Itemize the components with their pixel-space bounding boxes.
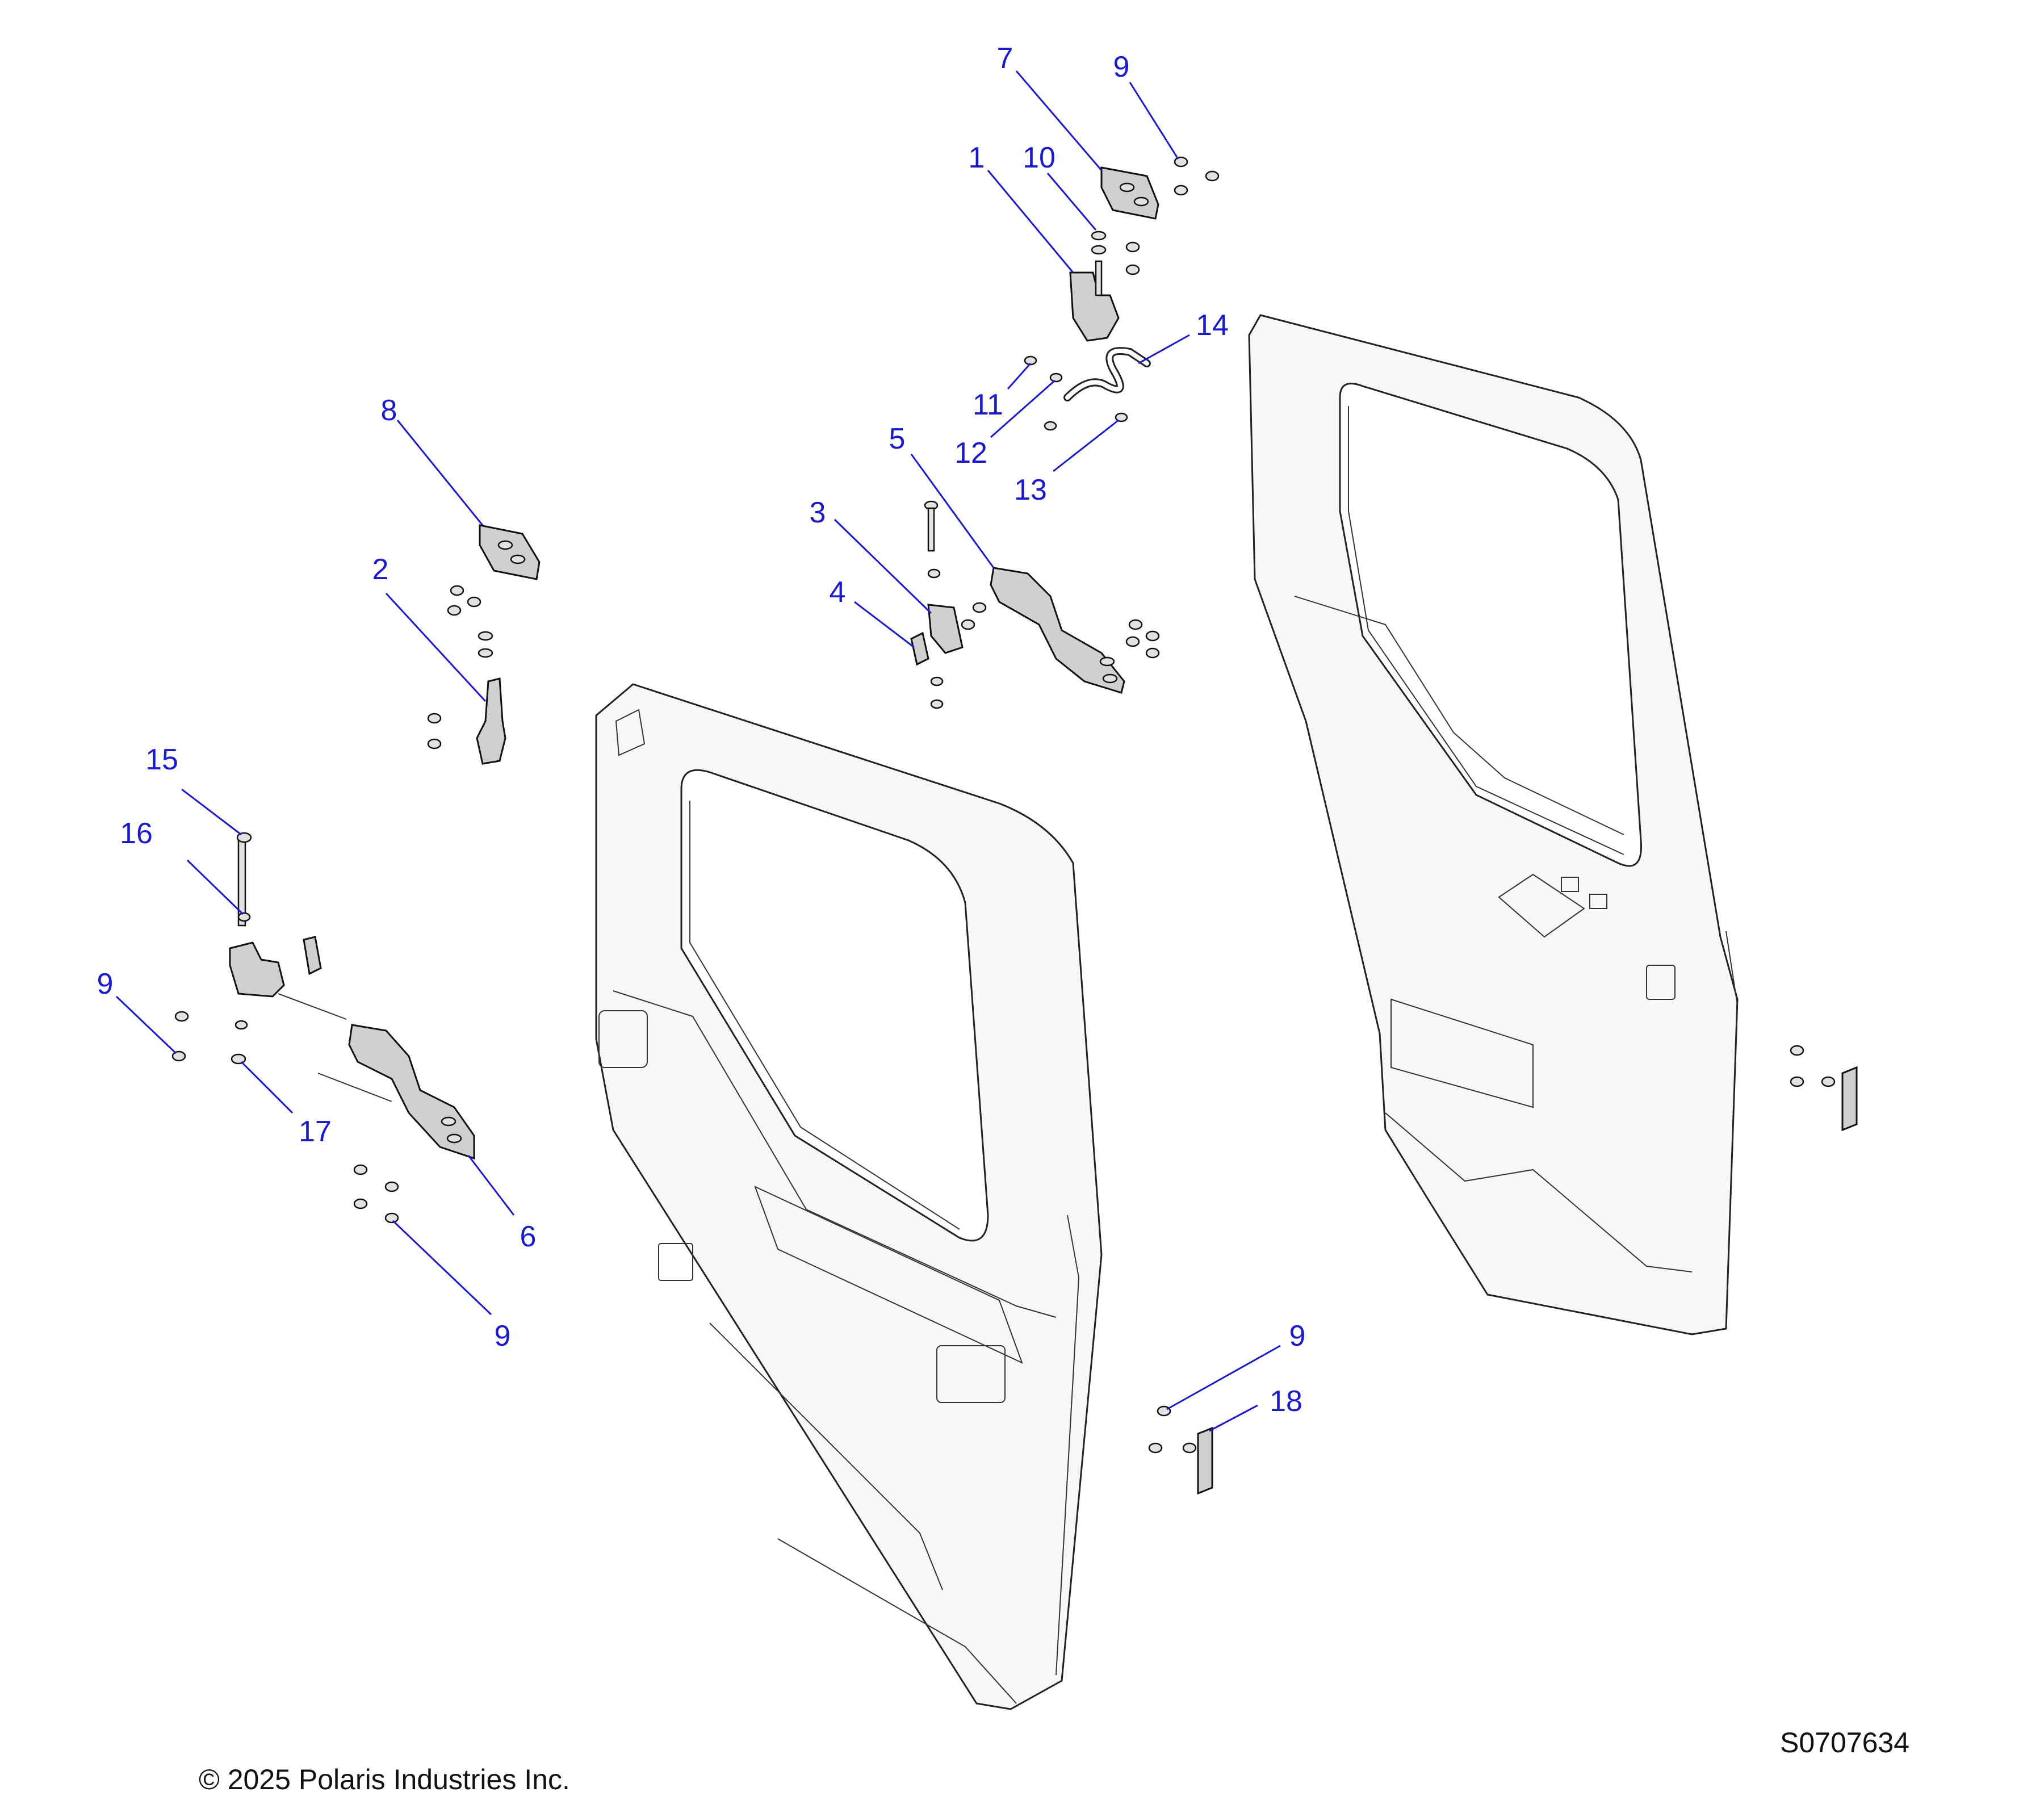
drawing-id: S0707634 bbox=[1780, 1727, 1910, 1759]
callout-label: 9 bbox=[495, 1320, 511, 1353]
callout-label: 2 bbox=[372, 553, 389, 586]
leader-lines bbox=[115, 70, 1281, 1432]
part-14-wire-harness bbox=[1063, 347, 1151, 401]
callout-label: 9 bbox=[1289, 1320, 1306, 1353]
callout-label: 15 bbox=[145, 743, 178, 776]
rear-door bbox=[1248, 314, 1739, 1335]
callout-label: 4 bbox=[830, 576, 846, 609]
part-6-hinge-arm bbox=[348, 1024, 475, 1160]
part-18-striker bbox=[1197, 1066, 1858, 1495]
part-4-plate bbox=[910, 631, 929, 666]
callout-label: 17 bbox=[299, 1115, 332, 1148]
callout-label: 13 bbox=[1014, 474, 1047, 506]
part-5-hinge-arm bbox=[990, 567, 1125, 694]
front-door bbox=[595, 683, 1103, 1710]
fasteners bbox=[171, 156, 1836, 1454]
part-7-hinge-plate bbox=[1100, 166, 1159, 220]
callout-label: 14 bbox=[1196, 309, 1229, 342]
callout-label: 11 bbox=[973, 388, 1003, 421]
callout-label: 12 bbox=[954, 437, 987, 470]
callout-label: 3 bbox=[810, 496, 826, 529]
callout-label: 5 bbox=[889, 422, 906, 455]
callout-label: 10 bbox=[1023, 141, 1055, 174]
callout-label: 9 bbox=[97, 968, 114, 1000]
callout-label: 1 bbox=[969, 141, 985, 174]
callout-label: 6 bbox=[520, 1220, 537, 1253]
part-2-hinge bbox=[476, 677, 506, 765]
part-3-hinge bbox=[927, 604, 964, 654]
part-1-hinge bbox=[1069, 260, 1120, 342]
lower-left-hinge bbox=[229, 839, 392, 1102]
callout-label: 18 bbox=[1270, 1385, 1302, 1418]
callout-label: 8 bbox=[381, 394, 397, 427]
part-8-hinge-plate bbox=[479, 524, 541, 580]
callout-label: 9 bbox=[1113, 51, 1130, 83]
copyright-notice: © 2025 Polaris Industries Inc. bbox=[199, 1764, 570, 1795]
callout-label: 16 bbox=[120, 817, 153, 850]
callout-labels: 7 9 1 10 14 11 12 13 8 5 3 2 4 15 16 9 1… bbox=[97, 42, 1306, 1418]
callout-label: 7 bbox=[997, 42, 1013, 75]
